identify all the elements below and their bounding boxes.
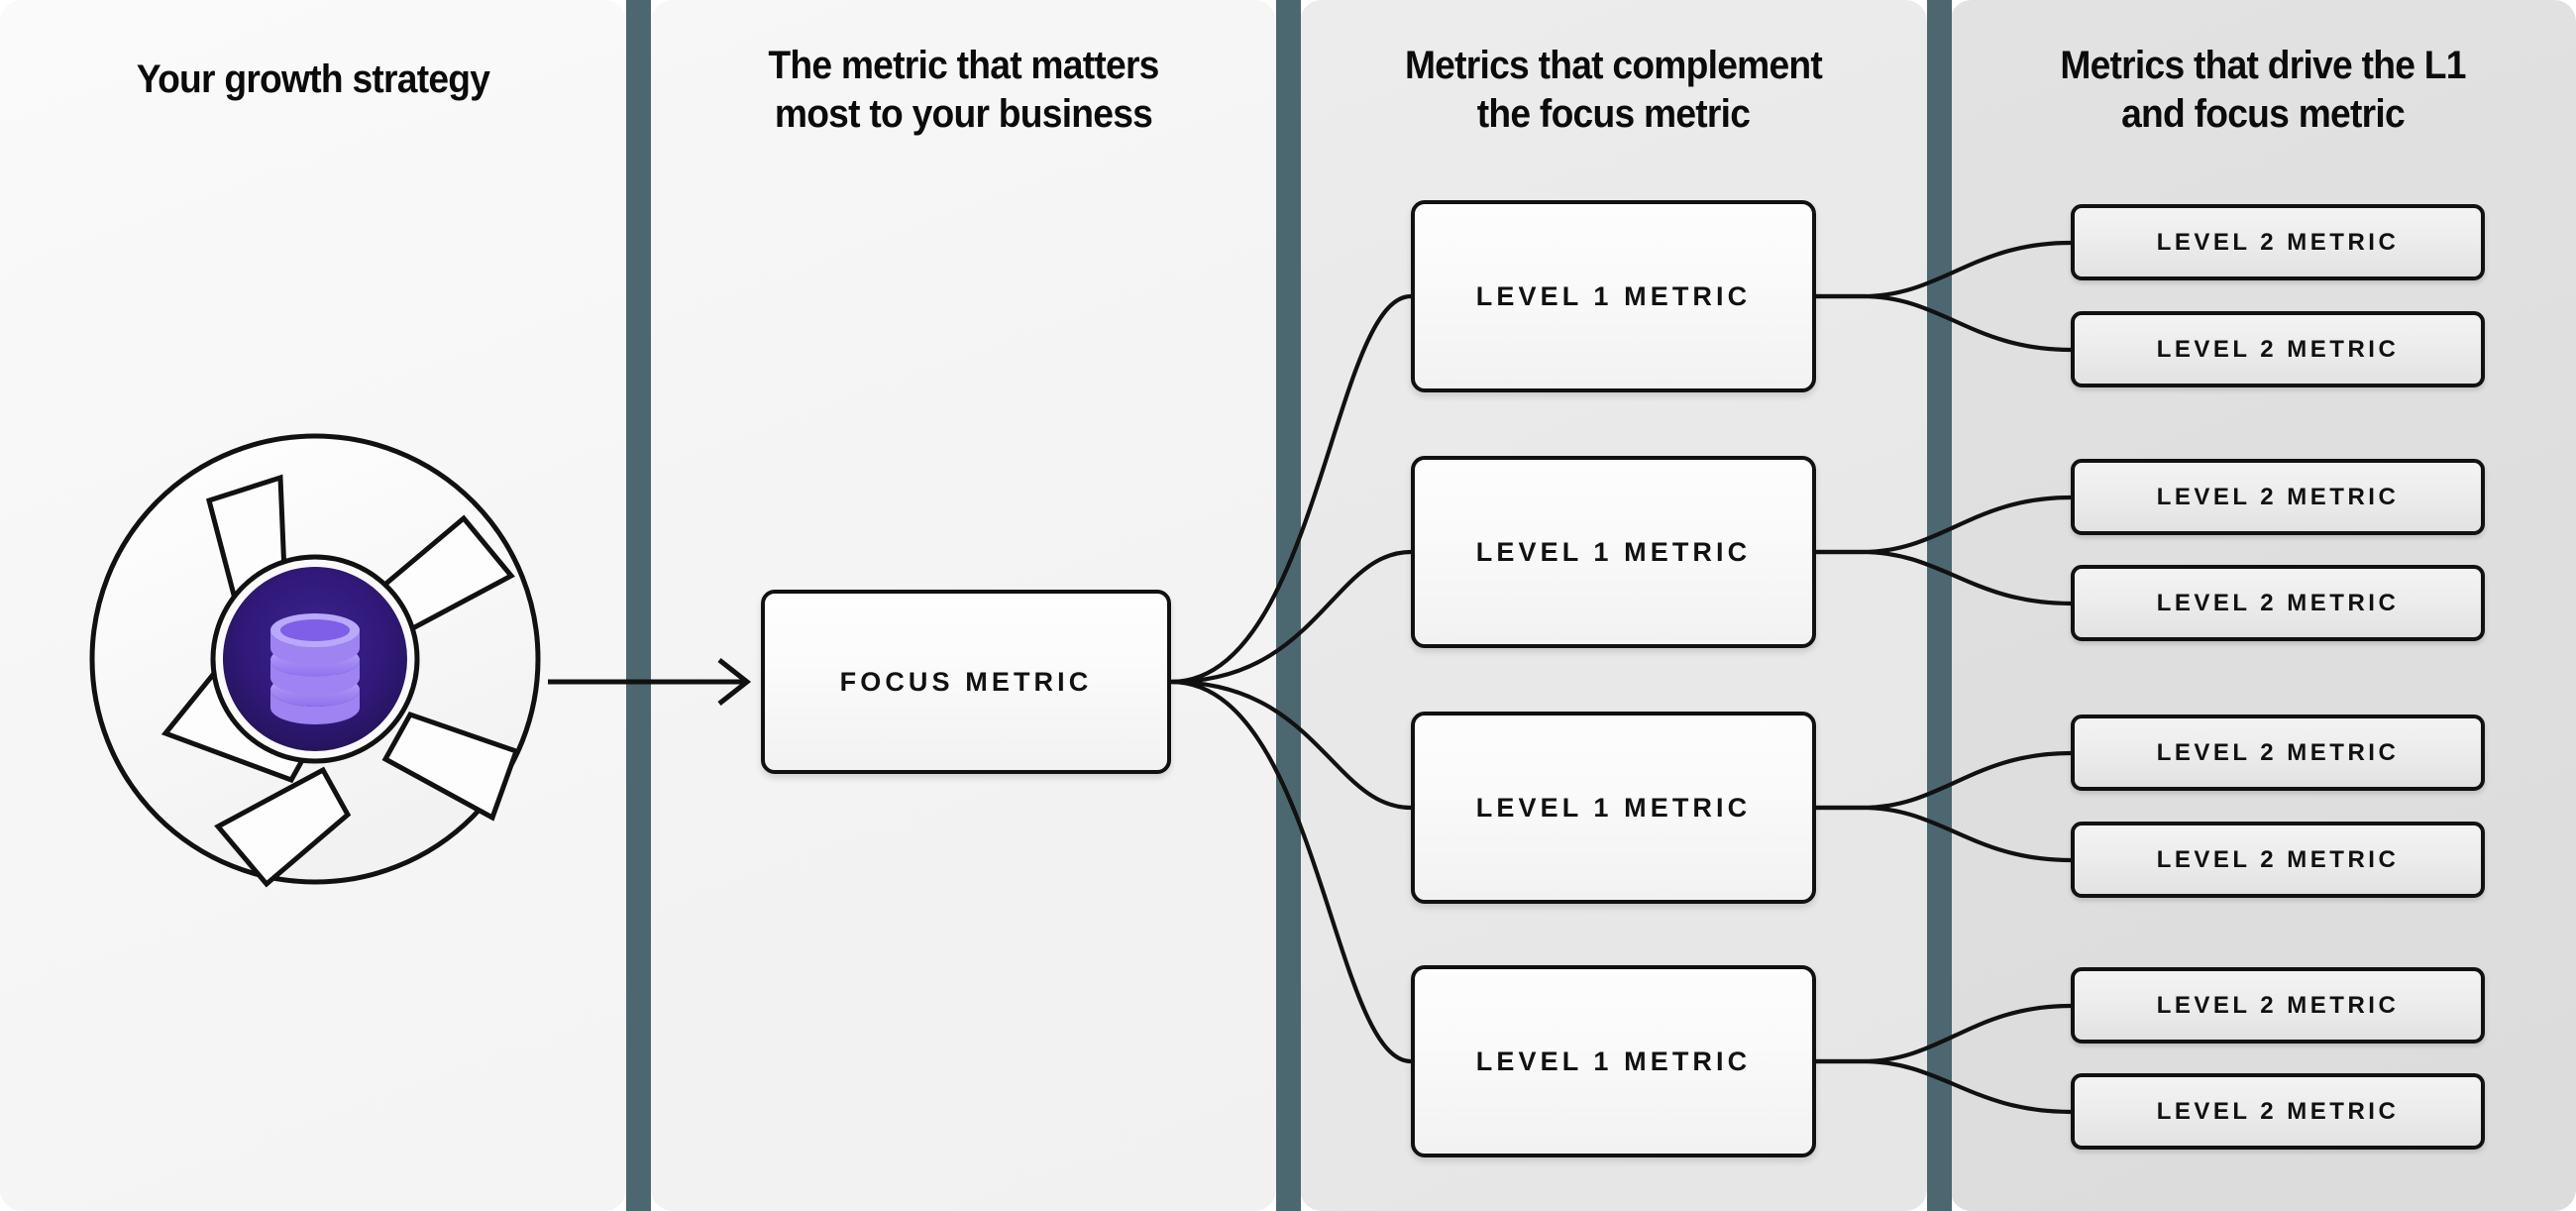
node-level1-metric-3-label: LEVEL 1 METRIC [1475, 792, 1752, 823]
column-divider-1 [626, 0, 651, 1211]
node-level1-metric-2[interactable]: LEVEL 1 METRIC [1411, 456, 1816, 648]
node-level2-metric-6[interactable]: LEVEL 2 METRIC [2071, 822, 2485, 898]
node-level2-metric-3-label: LEVEL 2 METRIC [2156, 483, 2400, 510]
node-level2-metric-6-label: LEVEL 2 METRIC [2156, 845, 2400, 873]
node-level2-metric-4[interactable]: LEVEL 2 METRIC [2071, 565, 2485, 641]
column-heading-growth-strategy: Your growth strategy [136, 57, 490, 101]
node-level2-metric-8-label: LEVEL 2 METRIC [2156, 1097, 2400, 1125]
node-level2-metric-1[interactable]: LEVEL 2 METRIC [2071, 204, 2485, 280]
column-divider-3 [1927, 0, 1952, 1211]
node-level2-metric-1-label: LEVEL 2 METRIC [2156, 228, 2400, 256]
node-level2-metric-8[interactable]: LEVEL 2 METRIC [2071, 1073, 2485, 1150]
column-divider-2 [1276, 0, 1301, 1211]
growth-strategy-logo [82, 426, 548, 892]
node-focus-metric[interactable]: FOCUS METRIC [761, 590, 1171, 774]
column-heading-level1: Metrics that complement the focus metric [1404, 44, 1823, 136]
node-level1-metric-4[interactable]: LEVEL 1 METRIC [1411, 965, 1816, 1157]
node-level2-metric-4-label: LEVEL 2 METRIC [2156, 589, 2400, 616]
node-level1-metric-1[interactable]: LEVEL 1 METRIC [1411, 200, 1816, 392]
node-level2-metric-7-label: LEVEL 2 METRIC [2156, 991, 2400, 1019]
node-level2-metric-5[interactable]: LEVEL 2 METRIC [2071, 715, 2485, 791]
column-heading-level2: Metrics that drive the L1 and focus metr… [2060, 44, 2466, 136]
database-stack-icon [270, 613, 360, 724]
node-level2-metric-3[interactable]: LEVEL 2 METRIC [2071, 459, 2485, 535]
aperture-database-icon [89, 433, 541, 888]
node-level1-metric-4-label: LEVEL 1 METRIC [1475, 1046, 1752, 1076]
node-level2-metric-7[interactable]: LEVEL 2 METRIC [2071, 967, 2485, 1044]
column-heading-focus-metric: The metric that matters most to your bus… [768, 44, 1159, 136]
node-level2-metric-2[interactable]: LEVEL 2 METRIC [2071, 311, 2485, 387]
node-level1-metric-1-label: LEVEL 1 METRIC [1475, 280, 1752, 311]
node-level2-metric-5-label: LEVEL 2 METRIC [2156, 738, 2400, 766]
node-level2-metric-2-label: LEVEL 2 METRIC [2156, 335, 2400, 363]
node-focus-metric-label: FOCUS METRIC [839, 666, 1093, 697]
node-level1-metric-2-label: LEVEL 1 METRIC [1475, 536, 1752, 567]
node-level1-metric-3[interactable]: LEVEL 1 METRIC [1411, 712, 1816, 904]
